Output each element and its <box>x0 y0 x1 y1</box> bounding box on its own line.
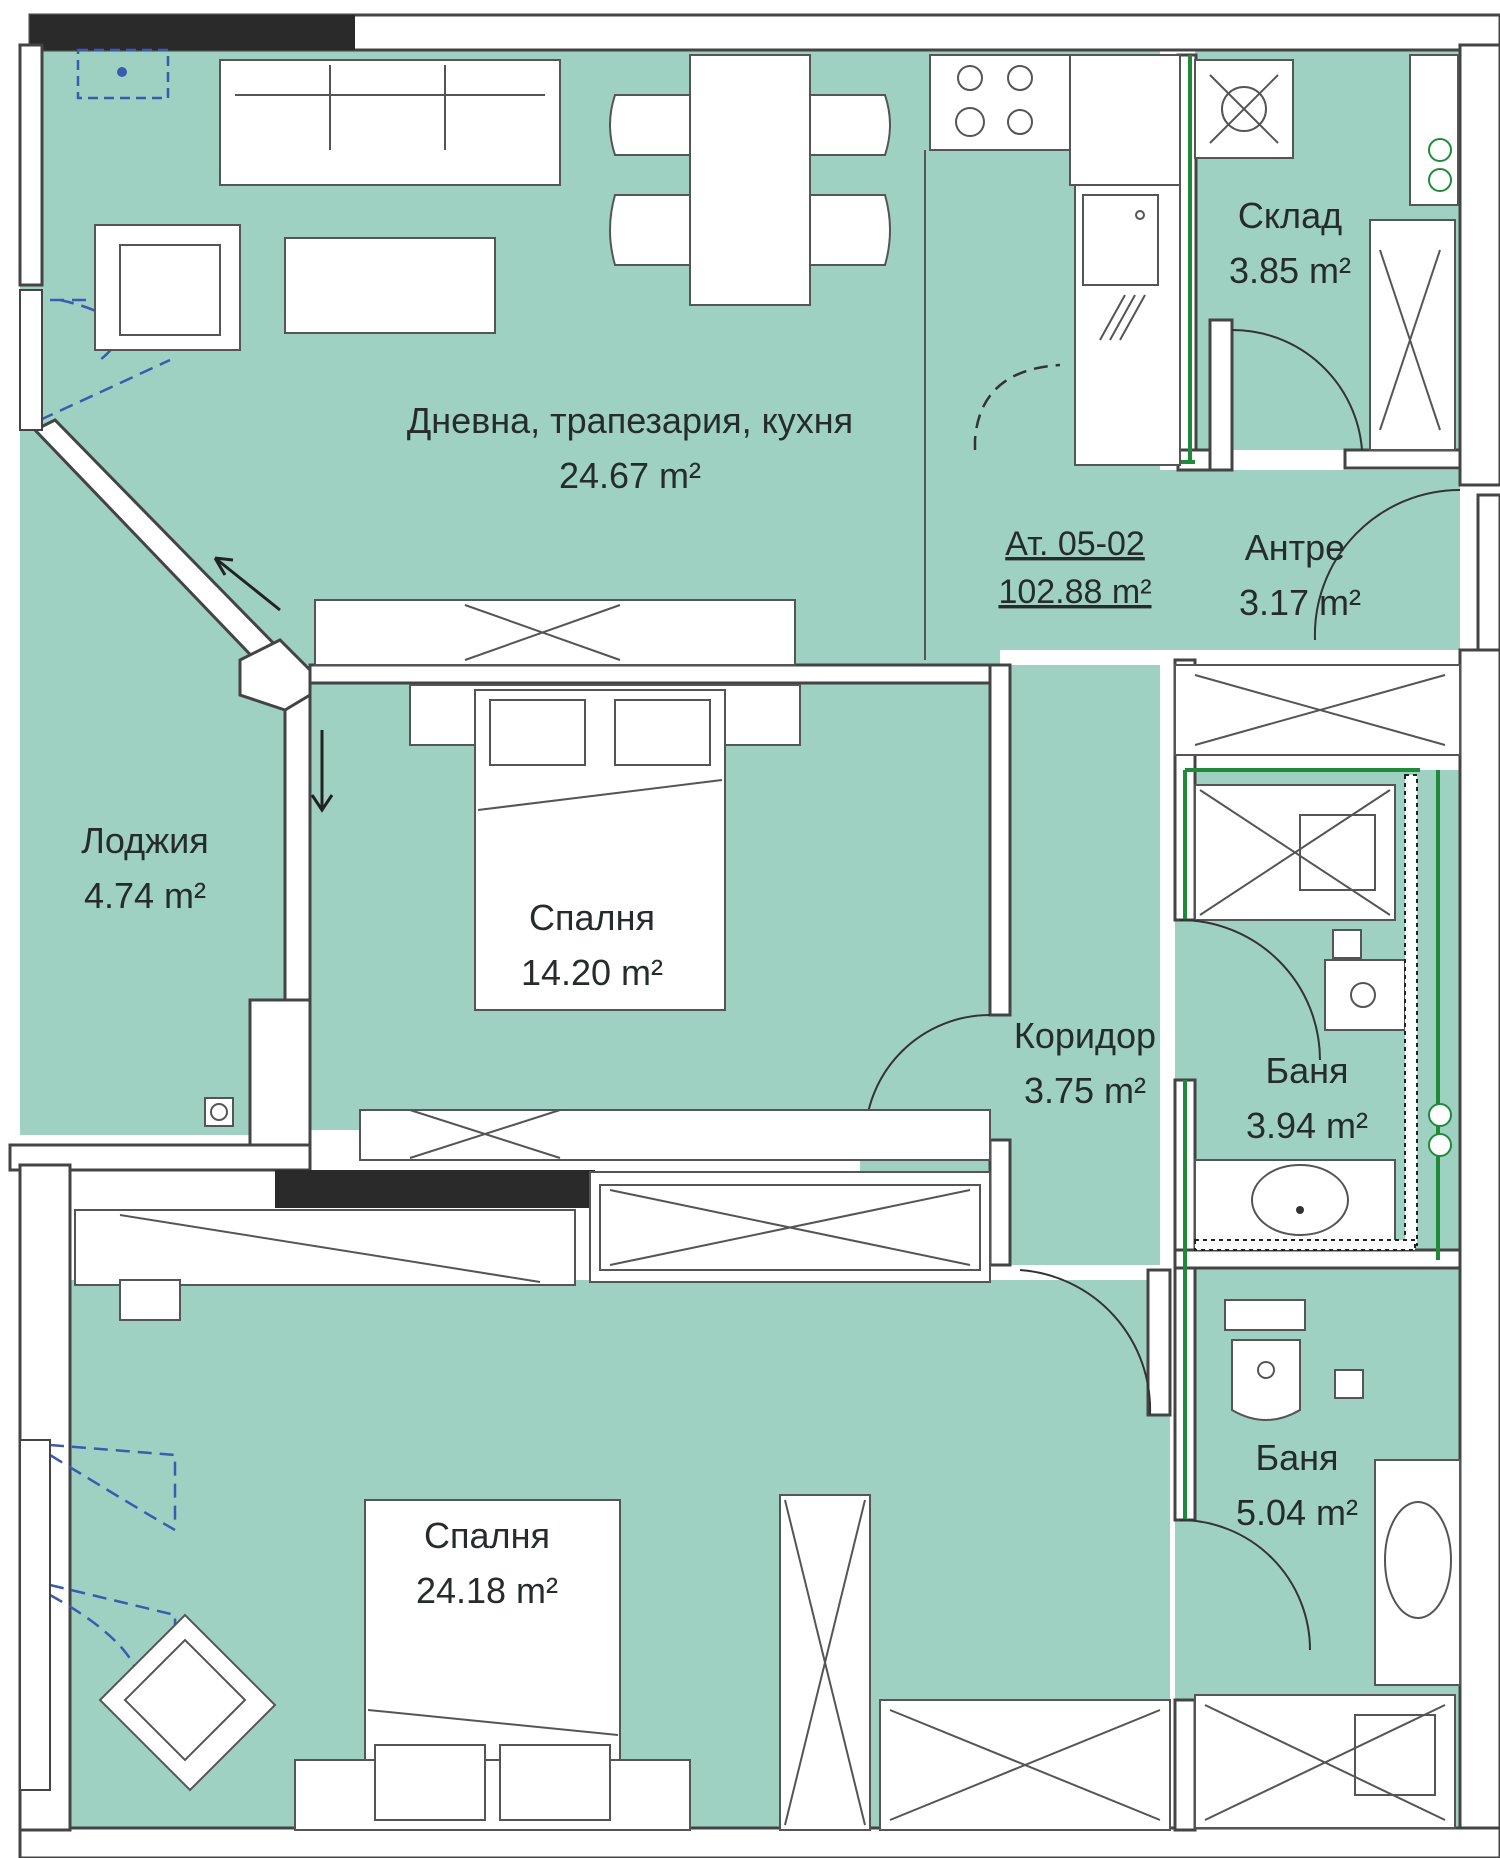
coffee-table <box>284 237 496 334</box>
bath2-door-swing <box>1179 1519 1311 1651</box>
bath1-bottom-tile <box>1194 1239 1416 1251</box>
toilet-icon-bath2 <box>1224 1299 1306 1421</box>
living-room-area: 24.67 m² <box>559 455 701 496</box>
corridor-wardrobe <box>589 1171 991 1283</box>
storage-shelf-x2 <box>1379 249 1441 431</box>
loggia-wall-lower <box>248 998 312 1167</box>
walls <box>8 13 1500 1858</box>
loggia-floor <box>20 285 290 1135</box>
corridor-area: 3.75 m² <box>1024 1070 1146 1111</box>
pipe-icon-2 <box>1428 168 1452 192</box>
bed-icon <box>409 684 801 1011</box>
bed-icon-large <box>294 1499 691 1831</box>
window-bedroom-arc-1 <box>49 1453 176 1532</box>
bottom-wall <box>18 1826 1500 1858</box>
window-living-swing-2 <box>39 358 171 422</box>
window-blue-dot <box>117 67 127 77</box>
bath1-tile-edge <box>1404 774 1418 1246</box>
sofa-icon <box>219 59 561 186</box>
corridor-name: Коридор <box>1014 1015 1156 1056</box>
pipe-icon-1 <box>1428 138 1452 162</box>
wardrobe-icon-bedroom <box>779 1494 871 1831</box>
storage-door-swing <box>1231 328 1363 451</box>
entrance-name: Антре <box>1245 527 1345 568</box>
kitchen-door-swing <box>973 363 1061 450</box>
bath1-bottom-wall <box>1173 1248 1462 1270</box>
dining-table-icon <box>609 54 891 306</box>
loggia-wall-vertical <box>283 688 312 1002</box>
living-room-name: Дневна, трапезария, кухня <box>407 400 853 441</box>
window-blue-square <box>76 48 170 100</box>
washing-machine-icon <box>1194 59 1294 159</box>
bathroom-1-name: Баня <box>1265 1050 1348 1091</box>
loggia-corner <box>238 638 312 712</box>
entrance-door-swing <box>1313 489 1461 641</box>
loggia-arrow <box>213 556 281 612</box>
dishwasher <box>1099 294 1146 341</box>
window-left-frame <box>19 289 43 431</box>
storage-name: Склад <box>1238 195 1342 236</box>
sink-icon <box>1082 194 1159 286</box>
bedroom-small-name: Спалня <box>529 897 655 938</box>
stove-icon <box>929 54 1071 151</box>
armchair-icon-bedroom <box>98 1613 277 1792</box>
bedroom2-desk <box>119 1279 181 1321</box>
shower-icon-bath2 <box>1194 1694 1456 1829</box>
sink-icon-bath1 <box>1194 1159 1396 1246</box>
bathroom-1-area: 3.94 m² <box>1246 1105 1368 1146</box>
wardrobe-lower <box>359 1109 991 1161</box>
storage-entry-wall <box>1208 318 1234 472</box>
pipe-icon-4 <box>1428 1133 1452 1157</box>
right-wall <box>1458 43 1500 487</box>
bathroom-2-area: 5.04 m² <box>1236 1492 1358 1533</box>
loggia-outlet <box>204 1097 234 1127</box>
right-wall-lower <box>1458 648 1500 1842</box>
storage-area: 3.85 m² <box>1229 250 1351 291</box>
corridor-left-wall <box>988 1138 1012 1267</box>
room-labels: Дневна, трапезария, кухня 24.67 m² Склад… <box>81 195 1368 1611</box>
bathroom-2-name: Баня <box>1255 1437 1338 1478</box>
wardrobe-icon-bedroom-2 <box>879 1699 1171 1831</box>
pipe-icon-3 <box>1428 1103 1452 1127</box>
apartment-area: 102.88 m² <box>998 573 1151 611</box>
kitchen-counter-top <box>1069 54 1181 186</box>
bedroom-top-wall <box>308 663 1012 685</box>
bedroom-small-area: 14.20 m² <box>521 952 663 993</box>
wardrobe-icon <box>314 599 796 666</box>
entrance-area: 3.17 m² <box>1239 582 1361 623</box>
corridor-lower-wall <box>1146 1268 1172 1417</box>
loggia-arrow-2 <box>310 730 334 813</box>
dark-wall-segment <box>275 1170 595 1208</box>
bath1-door-swing <box>1179 919 1321 1061</box>
loggia-name: Лоджия <box>81 820 209 861</box>
left-wall-top <box>18 43 44 287</box>
bedroom-large-name: Спалня <box>424 1515 550 1556</box>
window-bedroom-frame <box>19 1439 51 1791</box>
apartment-id: Ат. 05-02 <box>1005 525 1145 563</box>
hall-closet <box>1174 664 1461 756</box>
bath-wall-vertical-bottom <box>1173 1698 1197 1832</box>
loggia-area: 4.74 m² <box>84 875 206 916</box>
entrance-door-frame <box>1476 493 1500 652</box>
window-living-arc <box>59 298 120 361</box>
bath2-outlet <box>1334 1369 1364 1399</box>
top-wall-dark <box>30 15 355 50</box>
bedroom-right-wall <box>988 663 1012 1017</box>
shower-icon <box>1194 784 1396 921</box>
storage-wall-right <box>1343 448 1462 470</box>
armchair-icon <box>94 224 241 351</box>
corridor-door-swing <box>1019 1269 1152 1416</box>
bedroom-large-area: 24.18 m² <box>416 1570 558 1611</box>
sink-icon-bath2 <box>1374 1459 1461 1686</box>
green-lines <box>1170 55 1440 1520</box>
